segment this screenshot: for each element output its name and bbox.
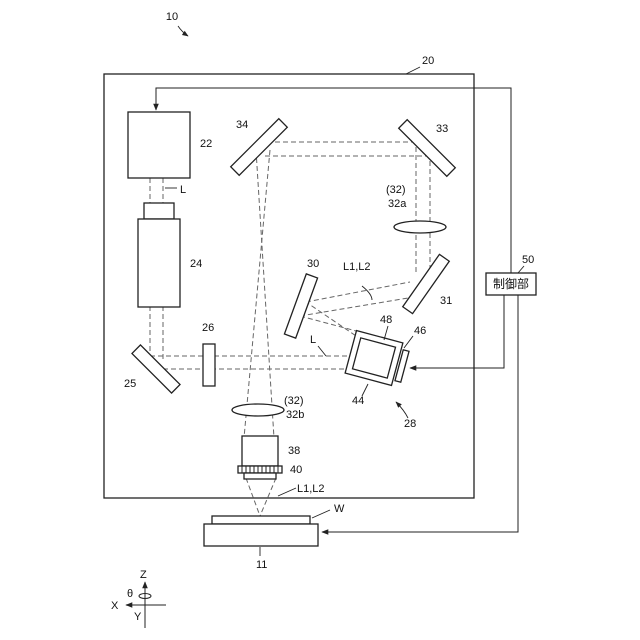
- lens-32a: [394, 221, 446, 233]
- lens-32b: [232, 404, 284, 416]
- mirror-34-label: 34: [236, 119, 248, 131]
- mirror-33-label: 33: [436, 123, 448, 135]
- beam-expander: [138, 219, 180, 307]
- lens-32a-paren-label: (32): [386, 184, 406, 196]
- expander-head: [144, 203, 174, 219]
- objective-tip: [244, 473, 276, 479]
- scanner-part-46-leader: [404, 336, 413, 348]
- scanner-body-leader: [362, 384, 368, 396]
- mirror-31-label: 31: [440, 295, 452, 307]
- objective-lens: [242, 436, 278, 466]
- axis-theta-label: θ: [127, 588, 133, 600]
- stage-label: 11: [256, 559, 267, 571]
- housing-leader: [406, 67, 420, 74]
- figure-label: 10: [166, 11, 178, 23]
- controller-leader: [518, 266, 524, 273]
- beam-l-top-label: L: [180, 184, 186, 196]
- beam-l-mid-leader: [318, 346, 326, 356]
- beam-l1l2-upper-brace: [362, 286, 372, 300]
- scanner-label: 28: [404, 418, 416, 430]
- element-26: [203, 344, 215, 386]
- controller-label: 50: [522, 254, 534, 266]
- controller-text: 制御部: [493, 276, 529, 291]
- beam-l1l2-lower-label: L1,L2: [297, 483, 325, 495]
- scanner-body: [345, 331, 403, 386]
- mirror-25-label: 25: [124, 378, 136, 390]
- workpiece: [212, 516, 310, 524]
- stage: [204, 524, 318, 546]
- element-26-label: 26: [202, 322, 214, 334]
- workpiece-label: W: [334, 503, 345, 515]
- beam-l-mid-label: L: [310, 334, 316, 346]
- scanner-leader: [396, 402, 408, 418]
- expander-label: 24: [190, 258, 202, 270]
- lens-32b-label: 32b: [286, 409, 304, 421]
- scanner-body-label: 44: [352, 395, 364, 407]
- laser-source: [128, 112, 190, 178]
- ring-40: [238, 466, 282, 473]
- axis-z-label: Z: [140, 569, 147, 581]
- figure-label-leader: [178, 26, 188, 36]
- axis-x-label: X: [111, 600, 119, 612]
- mirror-30-label: 30: [307, 258, 319, 270]
- axis-y-label: Y: [134, 611, 142, 623]
- lens-32b-paren-label: (32): [284, 395, 304, 407]
- scanner-part-48-label: 48: [380, 314, 392, 326]
- laser-source-label: 22: [200, 138, 212, 150]
- scanner-part-46-label: 46: [414, 325, 426, 337]
- objective-label: 38: [288, 445, 300, 457]
- workpiece-leader: [312, 510, 330, 518]
- lens-32a-label: 32a: [388, 198, 407, 210]
- housing-label: 20: [422, 55, 434, 67]
- beam-l1l2-lower-leader: [278, 488, 296, 496]
- ring-label: 40: [290, 464, 302, 476]
- control-wiring: [156, 88, 518, 532]
- beam-l1l2-upper-label: L1,L2: [343, 261, 371, 273]
